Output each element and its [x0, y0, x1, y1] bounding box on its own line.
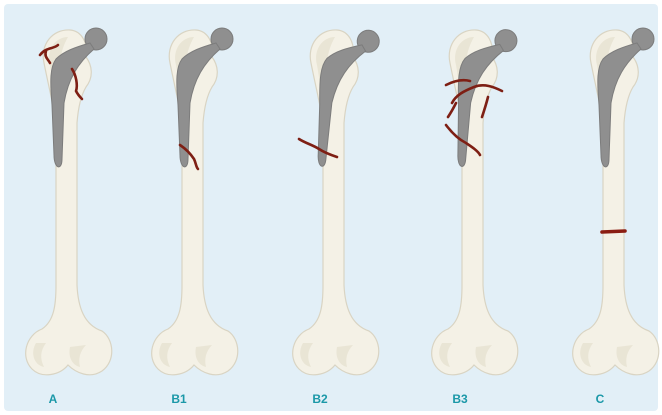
femur-type-b3: [432, 27, 518, 374]
label-type-a: A: [23, 392, 83, 406]
femur-type-a: [26, 28, 112, 375]
label-type-b2: B2: [290, 392, 350, 406]
label-type-b3: B3: [430, 392, 490, 406]
femur-type-c: [573, 28, 659, 375]
femur-type-b2: [293, 27, 380, 375]
label-type-b1: B1: [149, 392, 209, 406]
label-type-c: C: [570, 392, 630, 406]
fracture-line: [448, 103, 456, 117]
femur-type-b1: [152, 28, 238, 375]
fracture-line: [602, 231, 625, 232]
